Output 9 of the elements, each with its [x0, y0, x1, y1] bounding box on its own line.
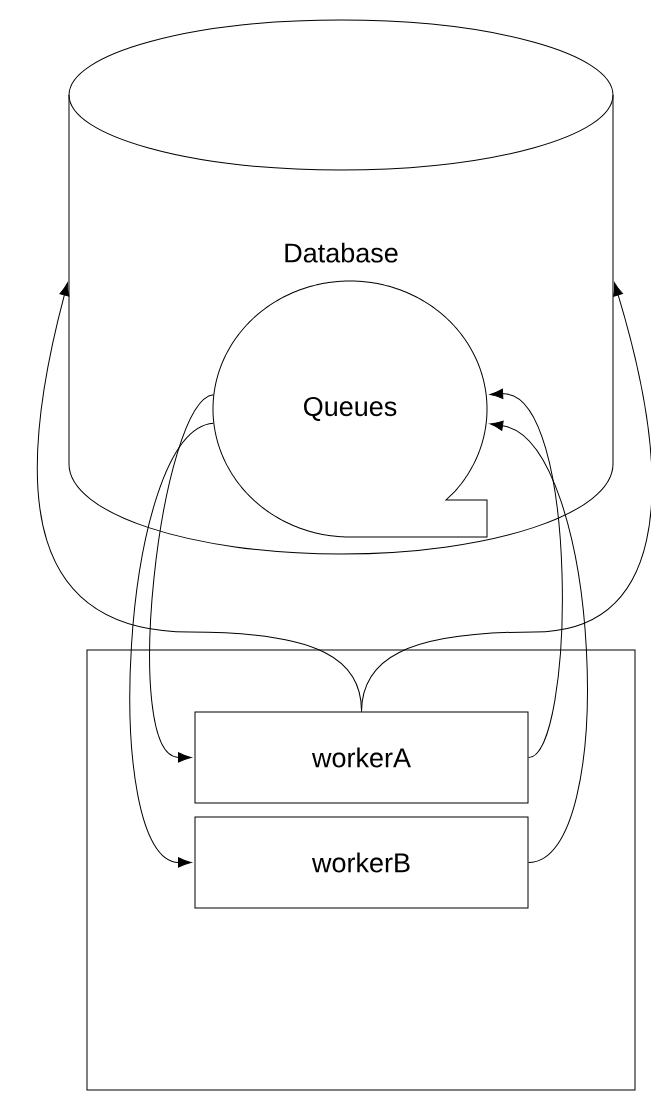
arrow [149, 394, 214, 763]
node-label: Database [285, 242, 398, 263]
arrow [129, 422, 214, 868]
arrow [489, 420, 588, 863]
arrow [489, 388, 563, 758]
process-box: workerB [194, 816, 529, 909]
process-box: workerA [194, 711, 529, 804]
arrow [361, 282, 651, 712]
speech-bubble: Queues [212, 280, 488, 538]
